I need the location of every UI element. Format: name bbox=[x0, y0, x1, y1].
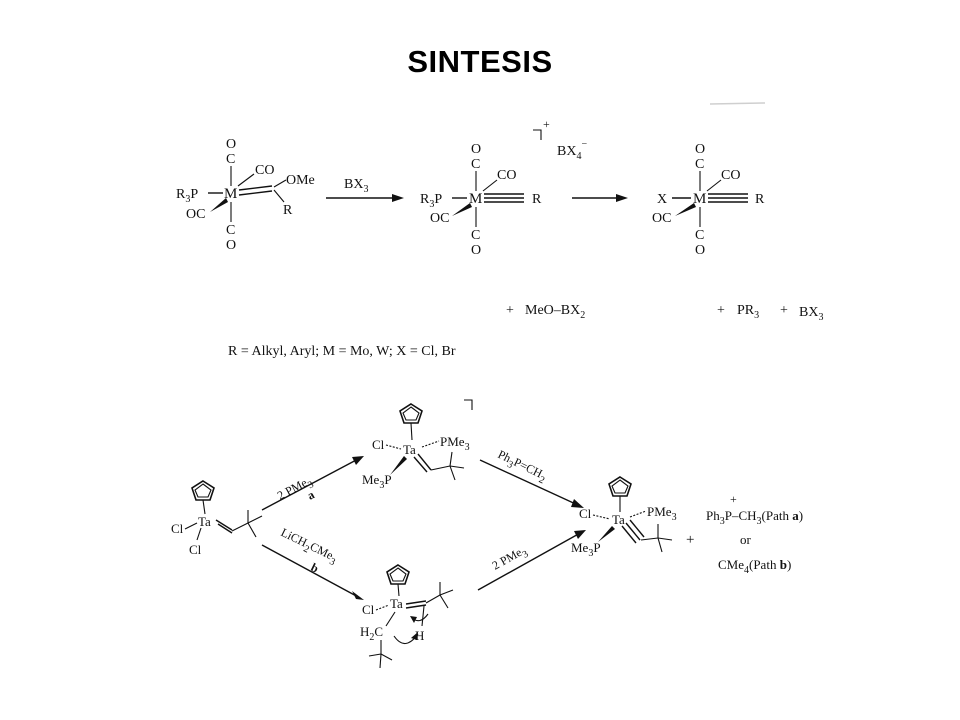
path-a-letter: a bbox=[305, 487, 317, 502]
cl-label: Cl bbox=[362, 602, 375, 617]
slide-title: SINTESIS bbox=[407, 44, 553, 79]
r-label: R bbox=[283, 203, 293, 218]
arrow-pme3-lower: 2 PMe3 bbox=[477, 530, 586, 591]
cp-ring-start bbox=[191, 480, 215, 501]
ylide-reagent: Ph3P=CH2 bbox=[494, 447, 549, 486]
halocarbyne-complex: O C CO X M R OC C O bbox=[652, 142, 765, 258]
arrow-path-b: LiCH2CMe3 b bbox=[261, 525, 364, 600]
oc-label: OC bbox=[186, 207, 205, 222]
co-top-o: O bbox=[226, 137, 236, 152]
or-label: or bbox=[740, 532, 752, 547]
r3p-label: R3P bbox=[176, 187, 198, 205]
cme4-label: CMe4(Path b) bbox=[718, 557, 791, 576]
co-top-o: O bbox=[471, 142, 481, 157]
ta-label: Ta bbox=[612, 512, 625, 527]
counterion: BX4− bbox=[557, 139, 587, 162]
ome-label: OMe bbox=[286, 173, 315, 188]
top-intermediate: Ta Cl PMe3 Me3P bbox=[362, 399, 473, 491]
me3p-label: Me3P bbox=[571, 540, 601, 559]
byproducts-row: + MeO–BX2 + PR3 + BX3 bbox=[506, 303, 823, 323]
co-top-c: C bbox=[226, 152, 235, 167]
co-right: CO bbox=[497, 168, 516, 183]
plus-2: + bbox=[717, 303, 725, 318]
co-bottom-c: C bbox=[226, 223, 235, 238]
cl-label: Cl bbox=[579, 506, 592, 521]
pme3-label: PMe3 bbox=[647, 504, 677, 523]
co-bottom-c: C bbox=[471, 228, 480, 243]
oc-label: OC bbox=[652, 211, 671, 226]
path-b-reagent: LiCH2CMe3 bbox=[277, 525, 340, 568]
metal-m: M bbox=[693, 191, 706, 207]
h-label: H bbox=[415, 628, 424, 643]
cp-ring-bottom bbox=[386, 564, 410, 585]
arrow-to-neutral bbox=[572, 194, 628, 202]
phosphonium-label: Ph3P–CH3(Path a) bbox=[706, 508, 803, 527]
scheme1-legend: R = Alkyl, Aryl; M = Mo, W; X = Cl, Br bbox=[228, 344, 456, 359]
me3p-label: Me3P bbox=[362, 472, 392, 491]
co-bottom-o: O bbox=[226, 238, 236, 253]
co-top-c: C bbox=[471, 157, 480, 172]
plus-1: + bbox=[506, 303, 514, 318]
alkylidyne-product: Ta Cl PMe3 Me3P bbox=[571, 496, 677, 559]
cl-2: Cl bbox=[189, 542, 202, 557]
arrow-path-a: 2 PMe3 a bbox=[261, 456, 364, 511]
ta-label: Ta bbox=[403, 442, 416, 457]
pme3-label: PMe3 bbox=[440, 434, 470, 453]
pme3-lower-reagent: 2 PMe3 bbox=[490, 543, 531, 577]
scheme2-byproducts: + Ph3P–CH3(Path a) or CMe4(Path b) bbox=[706, 492, 803, 576]
arrow1-label: BX3 bbox=[344, 177, 368, 195]
co-top-o: O bbox=[695, 142, 705, 157]
arrow-ylide: Ph3P=CH2 bbox=[479, 447, 584, 508]
ta-label: Ta bbox=[390, 596, 403, 611]
arrow-bx3: BX3 bbox=[326, 177, 404, 202]
carbene-complex: O C CO R3P M OMe R OC C O bbox=[176, 137, 315, 253]
co-top-c: C bbox=[695, 157, 704, 172]
metal-m: M bbox=[224, 186, 237, 202]
co-bottom-c: C bbox=[695, 228, 704, 243]
meo-bx2: MeO–BX2 bbox=[525, 303, 585, 321]
co-right: CO bbox=[255, 163, 274, 178]
bx3: BX3 bbox=[799, 305, 823, 323]
pr3: PR3 bbox=[737, 303, 759, 321]
metal-m: M bbox=[469, 191, 482, 207]
cl-1: Cl bbox=[171, 521, 184, 536]
plus-sign: + bbox=[686, 532, 694, 548]
cp-ring-product bbox=[608, 476, 632, 497]
co-bottom-o: O bbox=[471, 243, 481, 258]
ta-label: Ta bbox=[198, 514, 211, 529]
h2c-label: H2C bbox=[360, 624, 383, 643]
co-right: CO bbox=[721, 168, 740, 183]
phosphonium-charge: + bbox=[730, 492, 737, 506]
start-complex: Ta Cl Cl bbox=[171, 499, 263, 557]
x-label: X bbox=[657, 192, 667, 207]
path-b-letter: b bbox=[309, 560, 321, 576]
cation-charge: + bbox=[543, 117, 550, 131]
cl-label: Cl bbox=[372, 437, 385, 452]
bottom-intermediate: Ta Cl H H2C bbox=[360, 582, 454, 669]
cp-ring-top bbox=[399, 403, 423, 424]
co-bottom-o: O bbox=[695, 243, 705, 258]
r3p-label: R3P bbox=[420, 192, 442, 210]
r-label: R bbox=[532, 192, 542, 207]
oc-label: OC bbox=[430, 211, 449, 226]
r-label: R bbox=[755, 192, 765, 207]
cationic-carbyne-complex: + BX4− O C CO R3P M R OC C O bbox=[420, 117, 587, 258]
plus-3: + bbox=[780, 303, 788, 318]
